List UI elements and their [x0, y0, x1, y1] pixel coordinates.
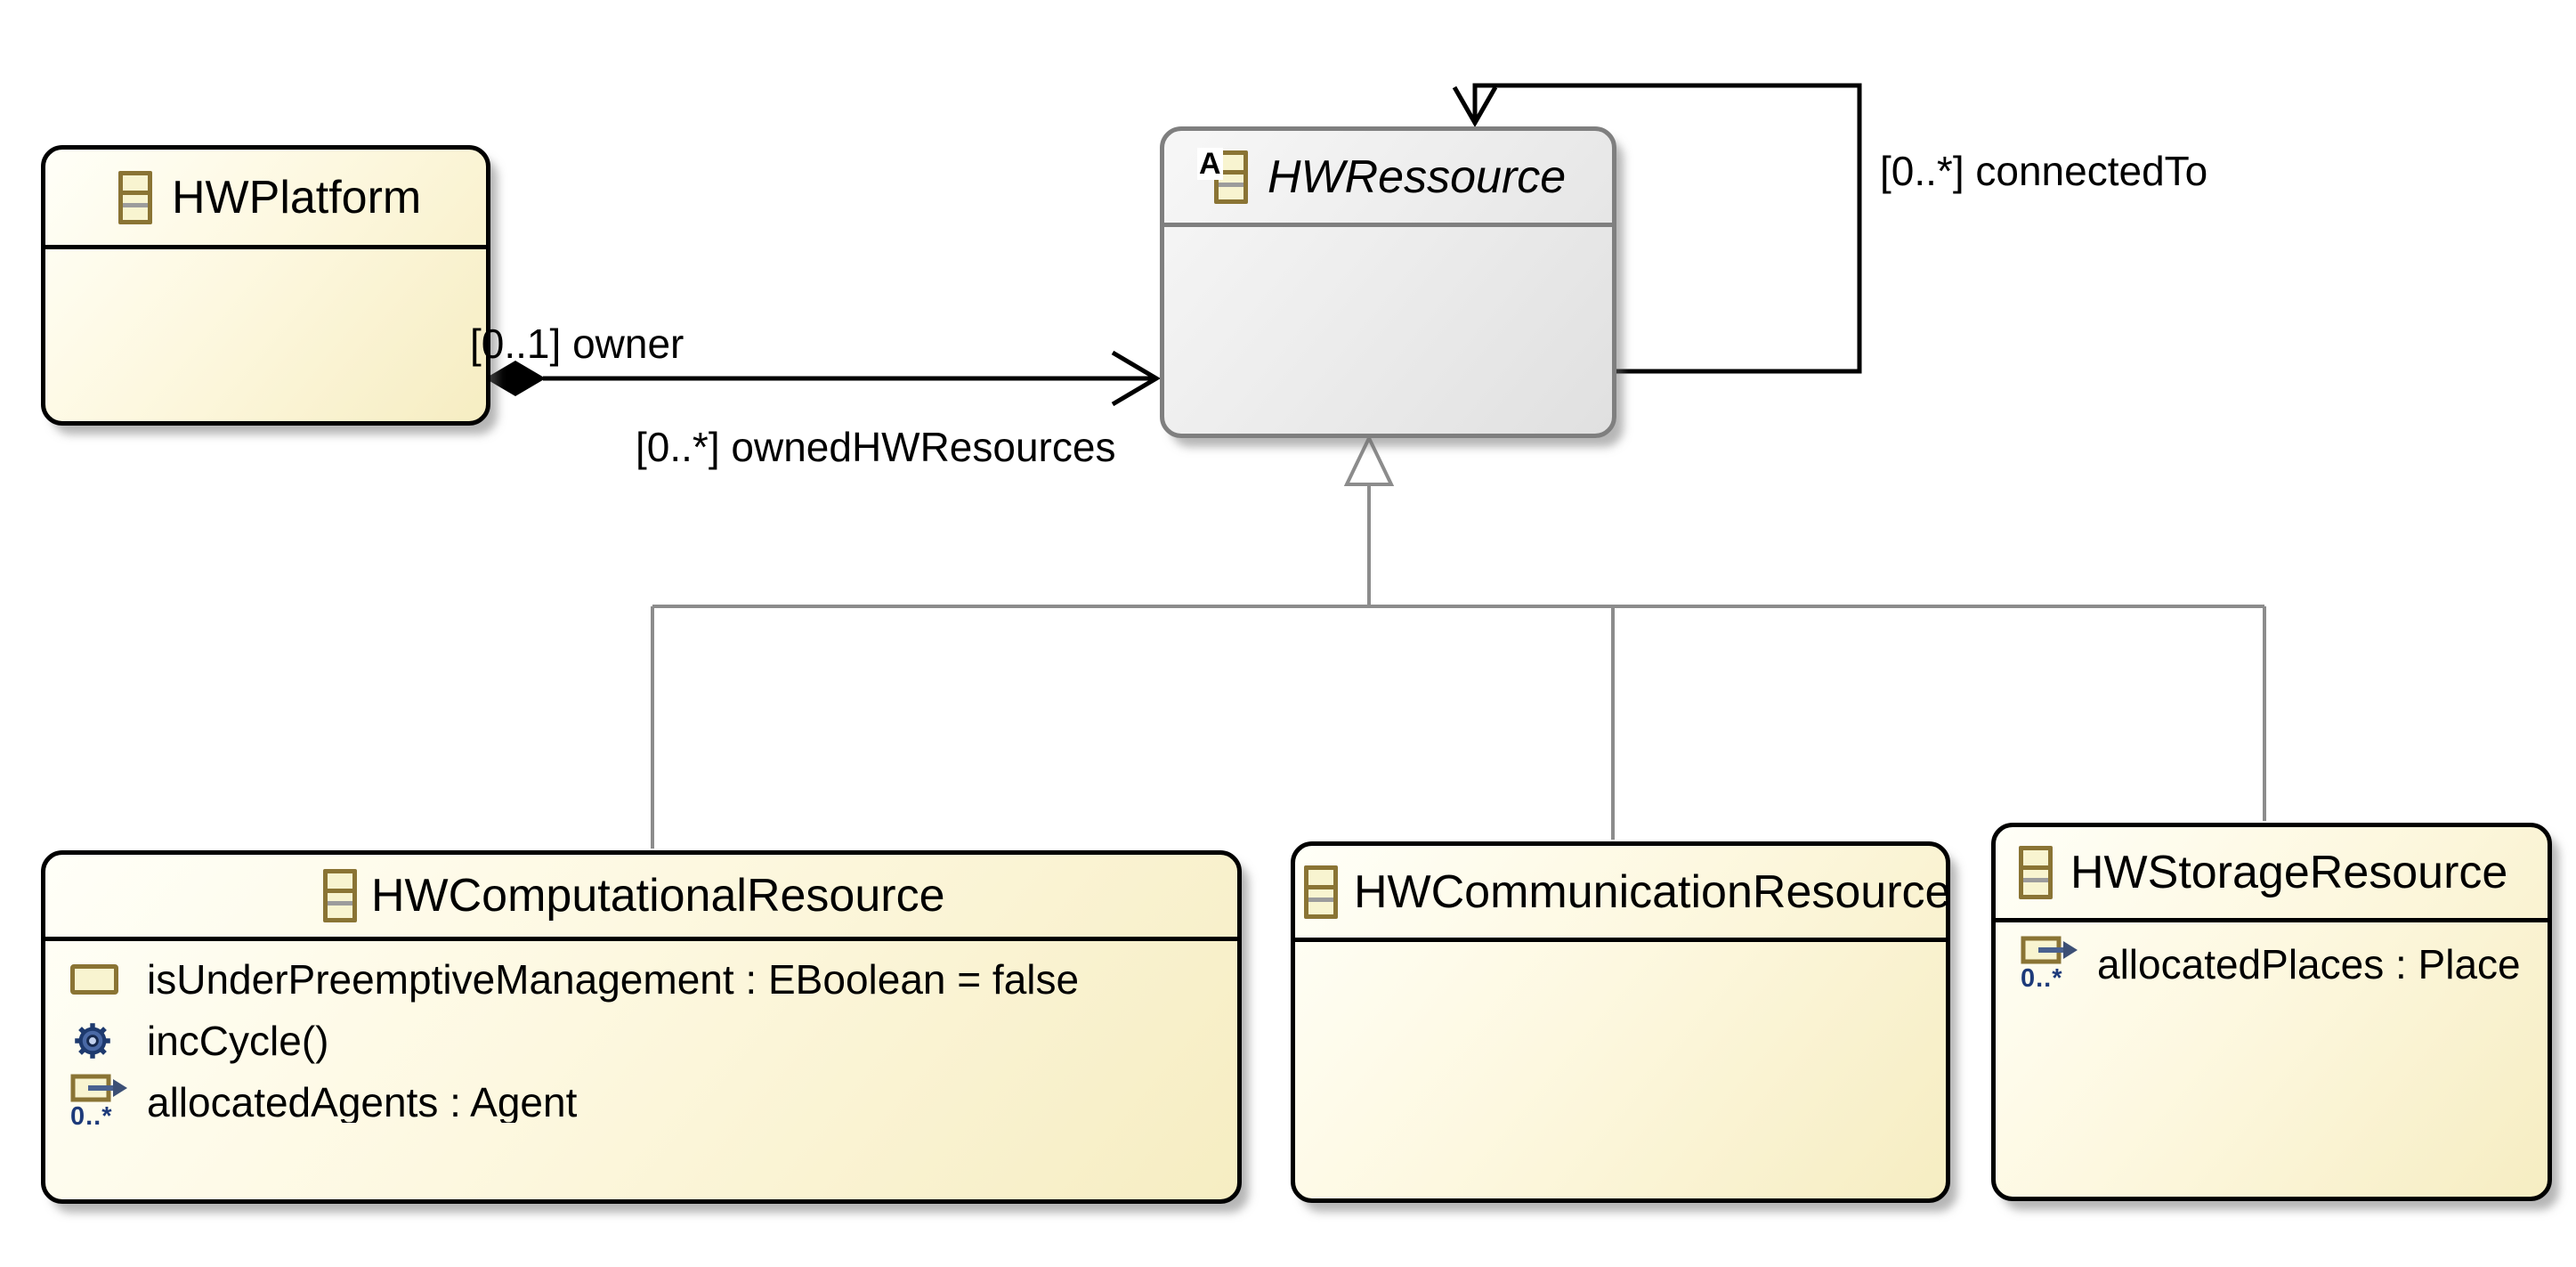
class-header: HWPlatform — [45, 150, 486, 249]
eoperation-gear-icon — [70, 1019, 126, 1063]
operation-text: incCycle() — [147, 1017, 329, 1064]
label-ownedhwresources[interactable]: [0..*] ownedHWResources — [636, 424, 1116, 470]
label-owner[interactable]: [0..1] owner — [470, 321, 685, 367]
self-association-edge-connectedTo[interactable] — [1452, 83, 1862, 374]
eclass-icon — [118, 170, 152, 224]
composition-diamond — [485, 361, 546, 396]
reference-row[interactable]: 0..* allocatedPlaces : Place — [1996, 933, 2548, 995]
open-arrowhead — [1111, 350, 1161, 407]
class-header: A HWRessource — [1164, 131, 1612, 227]
class-header: HWStorageResource — [1996, 827, 2548, 922]
composition-edge-ownedHWResources[interactable] — [485, 350, 1161, 407]
class-box-hwcomputationalresource[interactable]: HWComputationalResource isUnderPreemptiv… — [41, 850, 1242, 1204]
generalization-edges[interactable] — [651, 434, 2266, 849]
class-body — [1295, 942, 1946, 949]
eclass-abstract-icon: A — [1197, 147, 1248, 204]
eclass-icon — [323, 869, 357, 922]
eclass-icon — [1304, 865, 1338, 919]
abstract-badge: A — [1197, 146, 1223, 181]
generalization-triangle — [1343, 434, 1395, 486]
reference-text: allocatedPlaces : Place — [2097, 940, 2521, 987]
class-header: HWComputationalResource — [45, 855, 1237, 941]
reference-row[interactable]: 0..* allocatedAgents : Agent — [45, 1071, 1237, 1133]
attribute-row[interactable]: isUnderPreemptiveManagement : EBoolean =… — [45, 948, 1237, 1010]
class-box-hwressource[interactable]: A HWRessource — [1160, 126, 1616, 438]
open-arrowhead-down — [1452, 85, 1498, 128]
class-box-hwstorageresource[interactable]: HWStorageResource 0..* allocatedPlaces :… — [1991, 823, 2552, 1201]
class-body — [1164, 227, 1612, 234]
class-title: HWCommunicationResource — [1354, 865, 1950, 918]
eattribute-icon — [70, 963, 126, 995]
class-body: isUnderPreemptiveManagement : EBoolean =… — [45, 941, 1237, 1133]
self-association-line[interactable] — [1472, 83, 1862, 374]
ereference-icon: 0..* — [2021, 936, 2078, 993]
operation-row[interactable]: incCycle() — [45, 1010, 1237, 1071]
eclass-icon — [2019, 846, 2053, 899]
class-title: HWStorageResource — [2070, 847, 2508, 898]
ereference-icon: 0..* — [70, 1074, 127, 1131]
reference-multiplicity: 0..* — [70, 1102, 113, 1131]
reference-text: allocatedAgents : Agent — [147, 1081, 578, 1123]
class-box-hwplatform[interactable]: HWPlatform — [41, 145, 490, 426]
class-title: HWComputationalResource — [371, 870, 945, 922]
attribute-text: isUnderPreemptiveManagement : EBoolean =… — [147, 955, 1080, 1003]
class-header: HWCommunicationResource — [1295, 846, 1946, 942]
class-body: 0..* allocatedPlaces : Place — [1996, 922, 2548, 995]
reference-multiplicity: 0..* — [2021, 964, 2063, 993]
class-title: HWRessource — [1268, 150, 1567, 203]
class-box-hwcommunicationresource[interactable]: HWCommunicationResource — [1291, 841, 1950, 1203]
class-title: HWPlatform — [172, 171, 422, 223]
class-body — [45, 249, 486, 256]
label-connectedto[interactable]: [0..*] connectedTo — [1880, 148, 2208, 194]
